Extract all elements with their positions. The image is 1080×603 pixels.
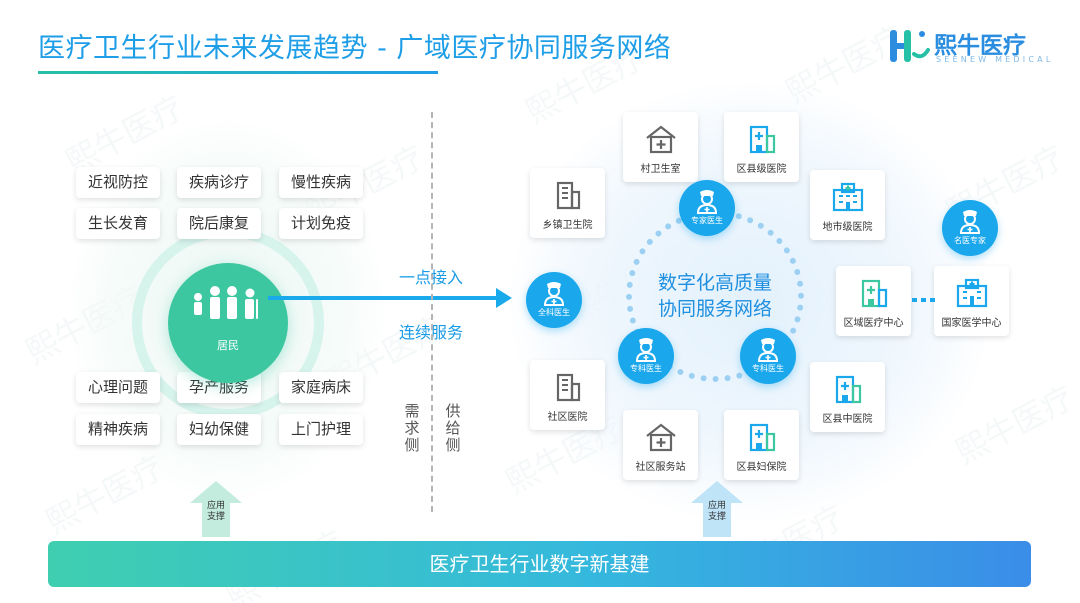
support-arrow-right: 应用 支撑 (691, 481, 743, 537)
doctor-label: 专科医生 (752, 364, 784, 373)
demand-tag: 疾病诊疗 (177, 167, 261, 198)
doctor-label: 全科医生 (538, 308, 570, 317)
demand-tag: 家庭病床 (279, 372, 363, 403)
facility-label: 区县妇保院 (736, 462, 787, 473)
logo-mark-icon (890, 30, 930, 62)
doctor-icon (959, 210, 981, 234)
doctor-label: 名医专家 (954, 236, 986, 245)
support-label-line1: 应用 (707, 501, 726, 511)
regional-national-link (912, 298, 936, 302)
hospital-building-icon (956, 278, 987, 308)
demand-tag: 妇幼保健 (177, 414, 261, 445)
supply-side-label: 供给侧 (445, 402, 461, 454)
doctor-icon (543, 282, 565, 306)
doctor-icon (757, 338, 779, 362)
facility-label: 乡镇卫生院 (542, 220, 593, 231)
hospital-building-icon (749, 423, 775, 452)
family-icon (194, 286, 258, 319)
demand-side-label: 需求侧 (404, 402, 420, 454)
demand-tag: 计划免疫 (279, 208, 363, 239)
hospital-building-icon (749, 125, 775, 154)
demand-tag: 慢性疾病 (279, 167, 363, 198)
arrow-head-icon (496, 288, 512, 308)
facility-label: 区域医疗中心 (843, 318, 904, 329)
support-arrow-head (691, 481, 743, 503)
demand-tag: 精神疾病 (76, 414, 160, 445)
page-title: 医疗卫生行业未来发展趋势 - 广域医疗协同服务网络 (38, 33, 672, 64)
demand-tag: 近视防控 (76, 167, 160, 198)
support-arrow-head (190, 481, 242, 503)
facility-village-clinic: 村卫生室 (623, 112, 698, 182)
demand-tag: 上门护理 (279, 414, 363, 445)
facility-label: 地市级医院 (822, 222, 873, 233)
facility-label: 村卫生室 (640, 164, 681, 175)
facility-regional-center: 区域医疗中心 (836, 266, 911, 336)
infrastructure-bar: 医疗卫生行业数字新基建 (48, 541, 1031, 587)
facility-city-hospital: 地市级医院 (810, 170, 885, 240)
doctor-icon (696, 190, 718, 214)
support-arrow-stem (202, 503, 230, 537)
facility-community-station: 社区服务站 (623, 410, 698, 480)
support-arrow-left: 应用 支撑 (190, 481, 242, 537)
building-icon (556, 181, 580, 210)
title-underline (38, 71, 438, 74)
support-label-line2: 支撑 (707, 512, 726, 522)
facility-label: 区县中医院 (822, 414, 873, 425)
network-title: 数字化高质量 协同服务网络 (620, 270, 810, 322)
facility-township-hospital: 乡镇卫生院 (530, 168, 605, 238)
connection-arrow (268, 296, 500, 300)
support-arrow-stem (703, 503, 731, 537)
doctor-expert: 专家医生 (679, 180, 735, 236)
network-title-line1: 数字化高质量 (657, 272, 772, 294)
brand-logo: 熙牛医疗 SEENEW MEDICAL (888, 24, 1058, 70)
clinic-house-icon (645, 423, 676, 452)
resident-node: 居民 (168, 263, 288, 383)
doctor-specialist-left: 专科医生 (618, 328, 674, 384)
demand-tag: 心理问题 (76, 372, 160, 403)
doctor-label: 专家医生 (691, 216, 723, 225)
demand-tag: 生长发育 (76, 208, 160, 239)
network-title-line2: 协同服务网络 (657, 298, 772, 320)
facility-county-mch-hospital: 区县妇保院 (724, 410, 799, 480)
facility-county-tcm-hospital: 区县中医院 (810, 362, 885, 432)
demand-supply-divider (431, 112, 433, 512)
doctor-icon (635, 338, 657, 362)
facility-label: 国家医学中心 (941, 318, 1002, 329)
facility-county-hospital: 区县级医院 (724, 112, 799, 182)
infrastructure-label: 医疗卫生行业数字新基建 (429, 552, 650, 576)
hospital-building-icon (835, 375, 861, 404)
support-label-line2: 支撑 (206, 512, 225, 522)
doctor-gp: 全科医生 (526, 272, 582, 328)
logo-text: 熙牛医疗 (934, 33, 1026, 59)
hospital-building-icon (832, 182, 863, 212)
facility-label: 社区服务站 (635, 462, 686, 473)
hospital-building-icon (861, 279, 887, 308)
building-icon (556, 373, 580, 402)
facility-national-center: 国家医学中心 (934, 266, 1009, 336)
support-label: 应用 支撑 (691, 501, 743, 523)
demand-tag: 院后康复 (177, 208, 261, 239)
clinic-house-icon (645, 125, 676, 154)
facility-label: 区县级医院 (736, 164, 787, 175)
doctor-label: 专科医生 (630, 364, 662, 373)
resident-label: 居民 (217, 339, 239, 352)
doctor-famous-expert: 名医专家 (942, 200, 998, 256)
support-label: 应用 支撑 (190, 501, 242, 523)
support-label-line1: 应用 (206, 501, 225, 511)
doctor-specialist-right: 专科医生 (740, 328, 796, 384)
logo-subtitle: SEENEW MEDICAL (936, 55, 1054, 64)
facility-label: 社区医院 (547, 412, 588, 423)
facility-community-hospital: 社区医院 (530, 360, 605, 430)
